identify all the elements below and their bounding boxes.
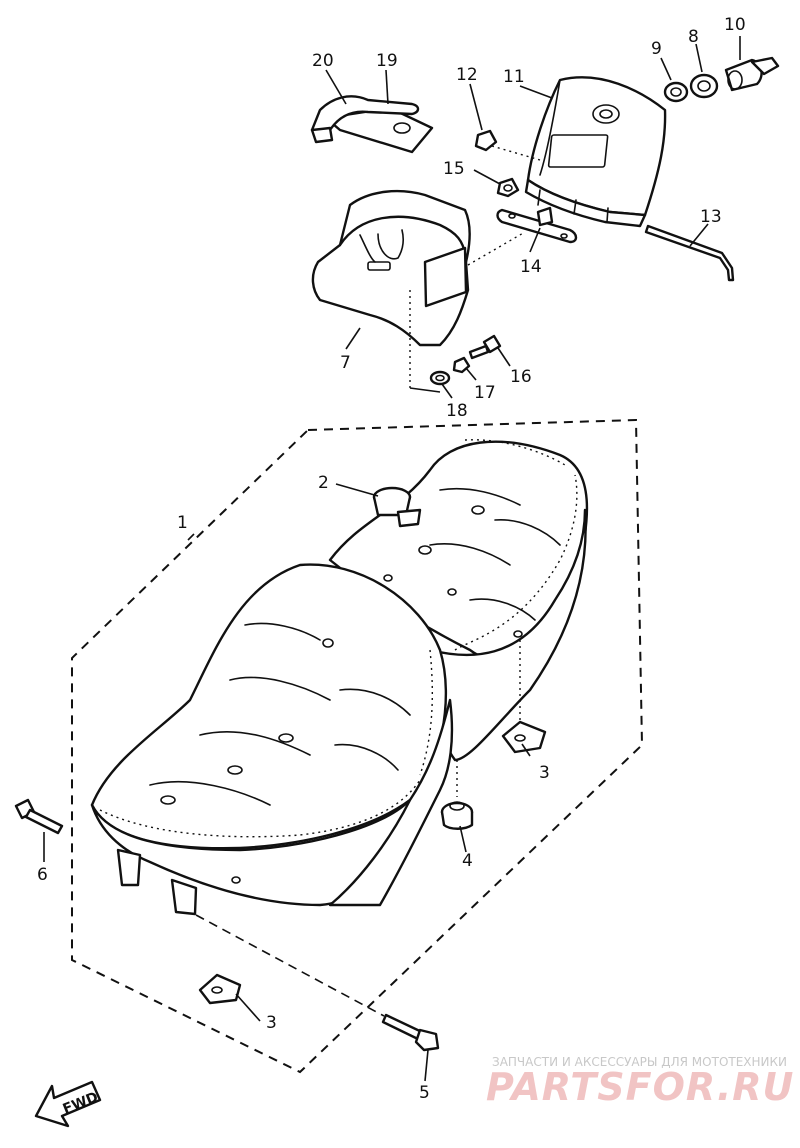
callout-11: 11 <box>503 67 525 87</box>
callout-5: 5 <box>419 1083 430 1103</box>
callout-16: 16 <box>510 367 532 387</box>
seat-guide-part <box>372 486 422 528</box>
callout-labels: 1 2 3 3 4 5 6 7 8 9 10 11 12 13 14 15 16… <box>37 15 746 1103</box>
callout-4: 4 <box>462 851 473 871</box>
callout-9: 9 <box>651 39 662 59</box>
seat-housing <box>524 76 667 228</box>
seat <box>90 439 589 916</box>
nut-upper <box>474 129 541 161</box>
callout-14: 14 <box>520 257 542 277</box>
callout-3a: 3 <box>539 763 550 783</box>
callout-20: 20 <box>312 51 334 71</box>
lock-washer <box>663 81 689 103</box>
leader-lines <box>43 36 741 1082</box>
callout-10: 10 <box>724 15 746 35</box>
callout-13: 13 <box>700 207 722 227</box>
callout-1: 1 <box>177 513 188 533</box>
callout-12: 12 <box>456 65 478 85</box>
seat-stopper-rear <box>501 640 547 754</box>
watermark-logo: PARTSFOR.RU <box>486 1065 794 1109</box>
rod <box>644 224 735 282</box>
lock-cylinder <box>724 56 780 92</box>
strap <box>310 95 420 144</box>
callout-2: 2 <box>318 473 329 493</box>
seat-stopper-front <box>198 973 242 1005</box>
assembly-boundary <box>71 418 644 1074</box>
nut-small <box>452 356 471 374</box>
seat-cowl <box>311 189 526 393</box>
washer-small <box>429 370 451 386</box>
bolt-lower <box>195 914 440 1052</box>
bolt-side <box>14 798 64 835</box>
callout-6: 6 <box>37 865 48 885</box>
lock-collar <box>689 73 719 99</box>
watermark-tagline: ЗАПЧАСТИ И АКСЕССУАРЫ ДЛЯ МОТОТЕХНИКИ <box>492 1055 787 1069</box>
callout-19: 19 <box>376 51 398 71</box>
screw-small <box>468 334 502 360</box>
damper <box>440 760 474 830</box>
callout-18: 18 <box>446 401 468 421</box>
nut-middle <box>496 177 520 198</box>
callout-3b: 3 <box>266 1013 277 1033</box>
callout-7: 7 <box>340 353 351 373</box>
forward-arrow: FWD <box>34 1080 102 1128</box>
callout-17: 17 <box>474 383 496 403</box>
mount-plate <box>496 206 578 244</box>
callout-8: 8 <box>688 27 699 47</box>
watermark: ЗАПЧАСТИ И АКСЕССУАРЫ ДЛЯ МОТОТЕХНИКИ PA… <box>486 1055 794 1109</box>
callout-15: 15 <box>443 159 465 179</box>
